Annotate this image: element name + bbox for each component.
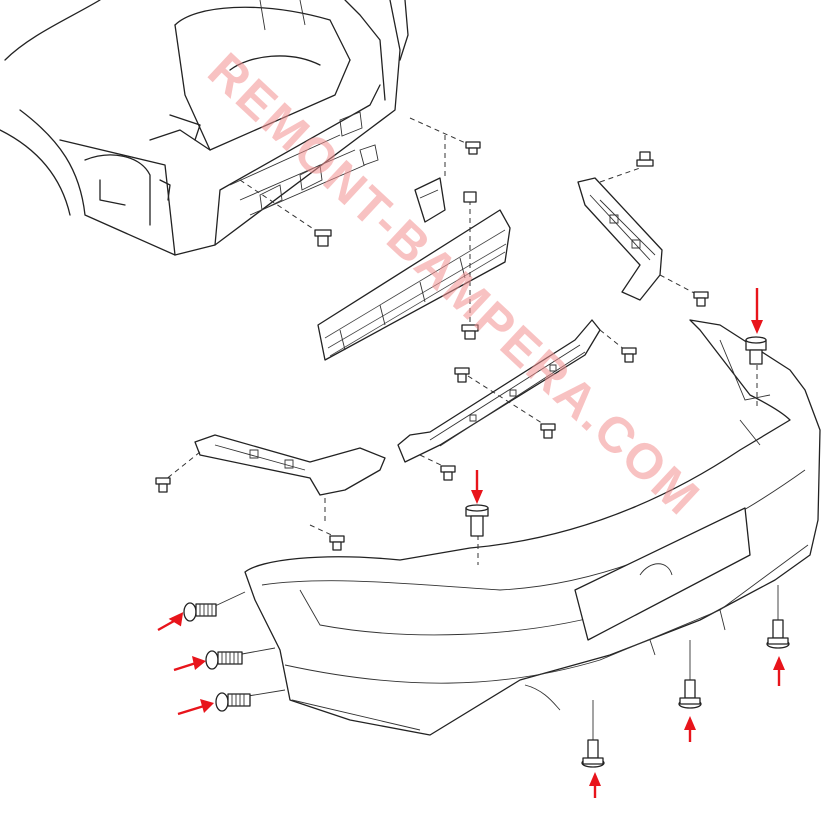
screw-bottom-2 [678, 640, 702, 709]
arrow-top-right [751, 288, 763, 334]
arrow-left-3 [177, 699, 214, 716]
arrow-left-2 [173, 656, 206, 672]
rear-bumper-cover [244, 319, 821, 736]
arrow-left-1 [157, 612, 184, 632]
screw-bottom-1 [581, 700, 605, 768]
center-bumper-bracket [397, 319, 637, 481]
screw-left-1 [183, 591, 246, 622]
arrow-top-center [471, 470, 483, 504]
left-bumper-bracket [155, 434, 386, 551]
body-screw-upper [409, 117, 481, 155]
body-screw-lower [239, 179, 332, 247]
screw-left-3 [215, 689, 286, 712]
screw-bottom-3 [766, 585, 790, 649]
screw-top-right [745, 336, 767, 365]
car-body-rear-section [0, 0, 409, 256]
rear-impact-beam [317, 135, 511, 361]
screw-left-2 [205, 647, 276, 670]
screw-top-center [465, 504, 489, 537]
arrow-bottom-2 [684, 716, 696, 742]
right-bumper-bracket [577, 151, 709, 307]
arrow-bottom-1 [589, 772, 601, 798]
arrow-bottom-3 [773, 656, 785, 686]
